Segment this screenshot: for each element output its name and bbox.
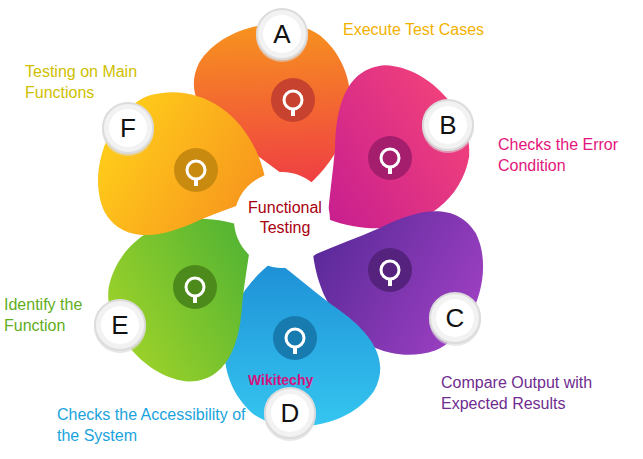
letter-circle: CCompare Output with Expected Results xyxy=(436,299,474,337)
letter-circle: DChecks the Accessibility of the System xyxy=(271,394,309,432)
icon-badge xyxy=(173,265,217,309)
step-description: Compare Output with Expected Results xyxy=(441,373,637,415)
letter-ring xyxy=(429,293,481,346)
icon-symbol xyxy=(293,346,297,354)
letter-ring xyxy=(102,103,154,156)
step-description: Execute Test Cases xyxy=(343,20,523,41)
step-letter: B xyxy=(429,106,467,144)
icon-disc xyxy=(368,248,412,292)
letter-rings xyxy=(94,9,481,441)
ring-shadow xyxy=(102,104,154,156)
letter-ring xyxy=(264,388,316,441)
icon-badge xyxy=(271,78,315,122)
icon-symbol xyxy=(381,261,399,279)
ring-outer xyxy=(257,9,307,59)
icon-symbol xyxy=(286,329,304,347)
step-description: Checks the Accessibility of the System xyxy=(57,405,272,447)
step-letter: F xyxy=(109,109,147,147)
step-description: Checks the Error Condition xyxy=(498,135,638,177)
icon-disc xyxy=(368,136,412,180)
icon-symbol xyxy=(186,278,204,296)
icons xyxy=(173,78,412,360)
icon-symbol xyxy=(388,166,392,174)
icon-symbol xyxy=(381,149,399,167)
ring-shadow xyxy=(264,389,316,441)
icon-symbol xyxy=(291,108,295,116)
step-letter: A xyxy=(263,15,301,53)
ring-outer xyxy=(265,388,315,438)
letter-circle: BChecks the Error Condition xyxy=(429,106,467,144)
icon-symbol xyxy=(388,278,392,286)
ring-inner xyxy=(436,299,474,337)
icon-badge xyxy=(368,248,412,292)
ring-inner xyxy=(429,106,467,144)
icon-badge xyxy=(174,148,218,192)
icon-symbol xyxy=(193,295,197,303)
ring-outer xyxy=(430,293,480,343)
step-letter: D xyxy=(271,394,309,432)
ring-shadow xyxy=(94,301,146,353)
centre-title: Functional Testing xyxy=(230,198,340,238)
ring-shadow xyxy=(429,294,481,346)
letter-ring xyxy=(422,100,474,153)
icon-symbol xyxy=(187,161,205,179)
icon-disc xyxy=(174,148,218,192)
icon-symbol xyxy=(194,178,198,186)
watermark: Wikitechy xyxy=(248,372,338,390)
letter-circle: FTesting on Main Functions xyxy=(109,109,147,147)
petals xyxy=(71,21,510,427)
icon-symbol xyxy=(284,91,302,109)
icon-disc xyxy=(271,78,315,122)
letter-circle: EIdentify the Function xyxy=(101,306,139,344)
ring-shadow xyxy=(256,10,308,62)
ring-outer xyxy=(423,100,473,150)
ring-inner xyxy=(271,394,309,432)
ring-inner xyxy=(109,109,147,147)
step-letter: C xyxy=(436,299,474,337)
icon-disc xyxy=(173,265,217,309)
icon-disc xyxy=(273,316,317,360)
ring-inner xyxy=(263,15,301,53)
ring-outer xyxy=(103,103,153,153)
letter-ring xyxy=(94,300,146,353)
icon-badge xyxy=(273,316,317,360)
step-description: Testing on Main Functions xyxy=(25,62,175,104)
icon-badge xyxy=(368,136,412,180)
ring-inner xyxy=(101,306,139,344)
letter-ring xyxy=(256,9,308,62)
ring-outer xyxy=(95,300,145,350)
step-letter: E xyxy=(101,306,139,344)
letter-circle: AExecute Test Cases xyxy=(263,15,301,53)
ring-shadow xyxy=(422,101,474,153)
step-description: Identify the Function xyxy=(4,295,114,337)
